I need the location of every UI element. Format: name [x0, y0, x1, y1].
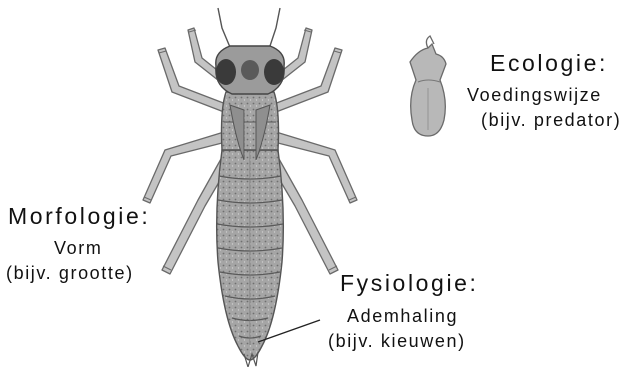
ecologie-example: (bijv. predator) — [481, 110, 621, 131]
fysiologie-example: (bijv. kieuwen) — [328, 331, 466, 352]
ecologie-title: Ecologie: — [490, 50, 608, 77]
fysiologie-aspect: Ademhaling — [347, 306, 458, 327]
morfologie-title: Morfologie: — [8, 203, 150, 230]
morfologie-example: (bijv. grootte) — [6, 263, 134, 284]
ecologie-aspect: Voedingswijze — [467, 85, 602, 106]
fysiologie-title: Fysiologie: — [340, 270, 479, 297]
morfologie-aspect: Vorm — [54, 238, 102, 259]
